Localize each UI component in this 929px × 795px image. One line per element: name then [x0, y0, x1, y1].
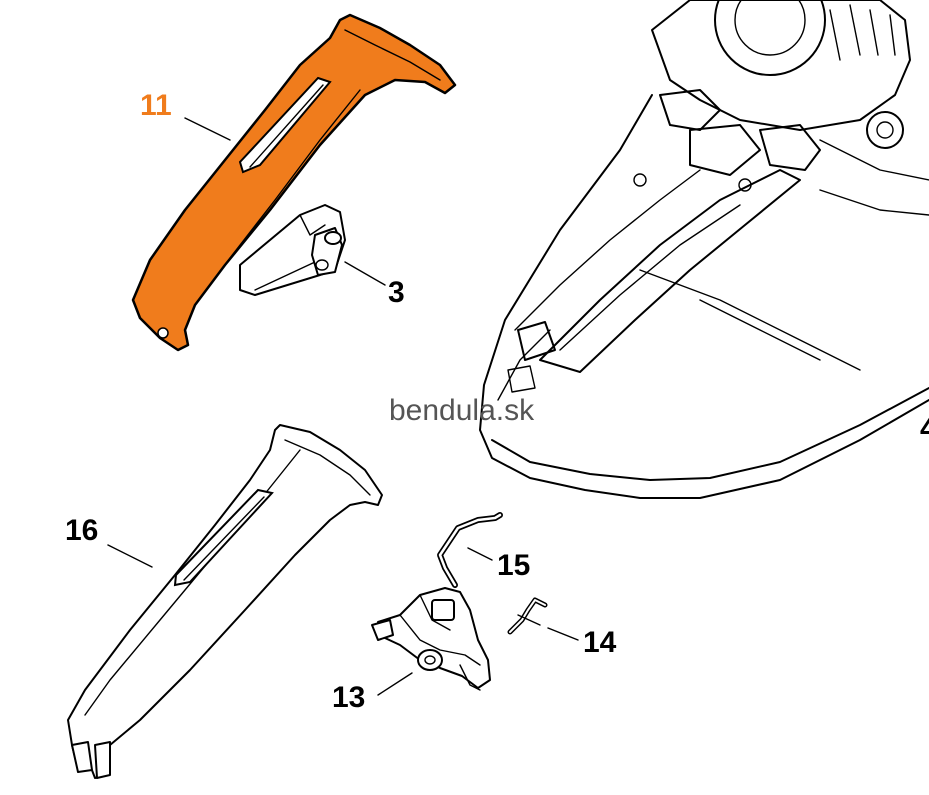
callout-3[interactable]: 3 — [388, 276, 405, 309]
watermark: bendula.sk — [389, 394, 535, 427]
leader-13 — [377, 672, 413, 696]
part-11-shape[interactable] — [131, 13, 457, 352]
leader-15 — [467, 547, 493, 561]
callout-16[interactable]: 16 — [65, 514, 98, 547]
leader-3 — [344, 261, 386, 286]
leader-14 — [547, 627, 579, 641]
chainsaw-housing — [479, 0, 929, 499]
callout-labels: 11 3 16 15 14 13 4 — [65, 89, 929, 714]
leader-11 — [184, 117, 231, 141]
callout-13[interactable]: 13 — [332, 681, 365, 714]
part-11-handle-highlighted[interactable] — [131, 13, 457, 352]
part-16-handle[interactable] — [67, 424, 383, 779]
leader-16 — [107, 544, 153, 568]
callout-11[interactable]: 11 — [140, 89, 172, 122]
callout-15[interactable]: 15 — [497, 549, 530, 582]
callout-14[interactable]: 14 — [583, 626, 617, 659]
part-3-bracket[interactable] — [239, 204, 346, 296]
part-15-rod[interactable] — [437, 512, 503, 588]
callout-4[interactable]: 4 — [920, 412, 929, 445]
part-14-clip[interactable] — [507, 597, 548, 635]
part-13-lever-assembly[interactable] — [371, 587, 491, 691]
leader-lines — [107, 117, 579, 696]
